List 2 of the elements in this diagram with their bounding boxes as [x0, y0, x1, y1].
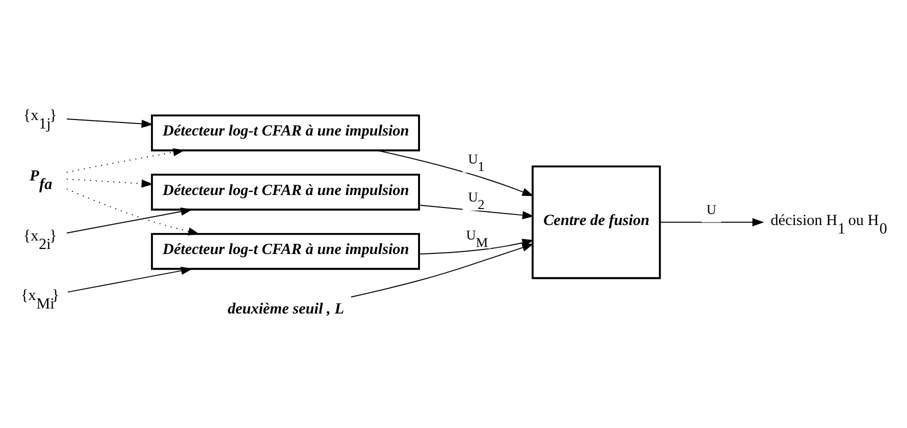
- edge-label: U: [706, 202, 716, 218]
- node-text: deuxième seuil , L: [228, 300, 344, 318]
